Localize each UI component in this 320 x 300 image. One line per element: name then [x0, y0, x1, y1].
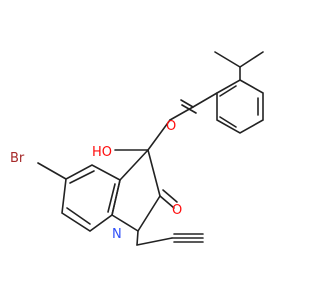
- bond: [169, 106, 194, 121]
- hydroxyl-label: HO: [92, 145, 112, 160]
- bond: [66, 207, 91, 225]
- ketone-oxygen-label: O: [166, 119, 176, 134]
- bond: [214, 51, 241, 68]
- bond: [147, 119, 171, 151]
- molecule-structure: Br HO O O N: [10, 51, 264, 246]
- bond: [162, 189, 178, 203]
- bond: [136, 237, 173, 246]
- bromine-label: Br: [10, 151, 25, 166]
- indole-benzene-ring: [61, 164, 121, 232]
- bond: [137, 195, 161, 232]
- bond: [37, 162, 67, 180]
- lactam-oxygen-label: O: [172, 203, 182, 218]
- bond: [180, 99, 194, 108]
- bond: [192, 92, 218, 108]
- nitrogen-label: N: [112, 227, 122, 242]
- bond: [69, 170, 95, 184]
- bond: [136, 230, 139, 246]
- structure-canvas: Br HO O O N: [10, 51, 264, 246]
- bond: [119, 149, 149, 181]
- bond: [159, 195, 175, 209]
- bond: [147, 149, 161, 197]
- bond: [107, 183, 116, 213]
- bond: [111, 214, 139, 232]
- bond: [219, 116, 237, 128]
- bond: [239, 51, 264, 68]
- bond: [219, 85, 237, 97]
- benzene-ring: [216, 79, 264, 134]
